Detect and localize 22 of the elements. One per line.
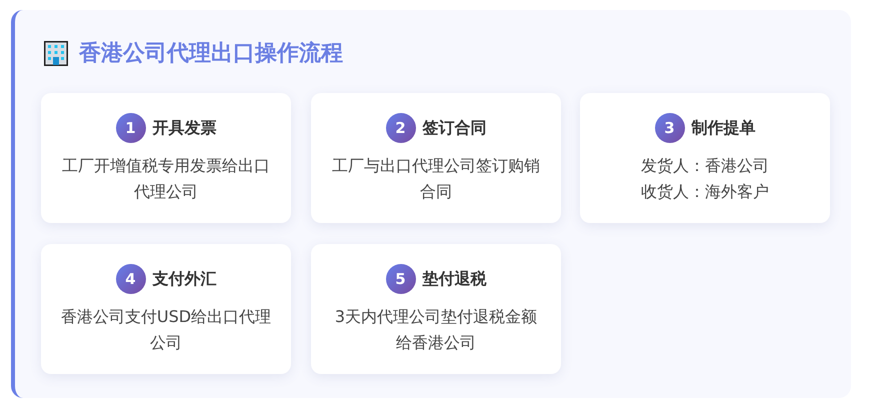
step-number: 4 [116, 264, 146, 294]
step-heading: 签订合同 [422, 117, 486, 139]
step-description: 香港公司支付USD给出口代理公司 [60, 306, 272, 354]
step-card [580, 93, 830, 223]
step-card [311, 93, 561, 223]
step-heading: 支付外汇 [152, 268, 216, 290]
step-heading: 开具发票 [152, 117, 216, 139]
step-description: 工厂开增值税专用发票给出口代理公司 [61, 155, 271, 203]
step-number: 5 [386, 264, 416, 294]
step-description: 3天内代理公司垫付退税金额给香港公司 [334, 306, 538, 354]
step-card [41, 93, 291, 223]
step-description: 工厂与出口代理公司签订购销合同 [331, 155, 541, 203]
step-card [41, 244, 291, 374]
step-heading: 制作提单 [692, 117, 756, 139]
step-description: 发货人：香港公司 [640, 155, 770, 177]
step-heading: 垫付退税 [422, 268, 486, 290]
step-number: 3 [654, 113, 684, 143]
step-card [311, 244, 561, 374]
step-number: 2 [386, 113, 416, 143]
step-description: 收货人：海外客户 [640, 181, 770, 203]
step-number: 1 [116, 113, 146, 143]
diagram-title: 香港公司代理出口操作流程 [79, 40, 343, 68]
